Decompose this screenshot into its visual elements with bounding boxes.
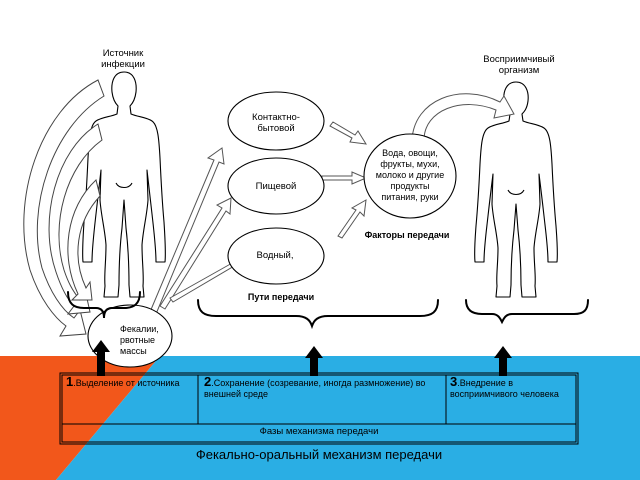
phase-text-2: .Сохранение (созревание, иногда размноже… xyxy=(204,378,426,399)
path-label-food: Пищевой xyxy=(255,181,297,192)
phase-number-2: 2 xyxy=(204,374,212,389)
phase-number-1: 1 xyxy=(66,374,74,389)
up-arrow-phase-2 xyxy=(305,346,323,376)
phase-cell-1: 1.Выделение от источника xyxy=(66,374,194,389)
phase-cell-3: 3.Внедрение в восприимчивого человека xyxy=(450,374,574,400)
food-ellipse xyxy=(227,157,325,215)
release-curved-arrows xyxy=(23,79,105,337)
receptive-person-figure xyxy=(474,81,558,298)
contact-household-ellipse xyxy=(227,91,325,151)
brace-phase-1 xyxy=(67,291,141,319)
receptive-label: Восприимчивый организм xyxy=(483,54,555,76)
feces-label: Фекалии, рвотные массы xyxy=(120,324,159,356)
factor-arrows xyxy=(321,121,368,239)
source-label: Источник инфекции xyxy=(101,48,145,70)
blue-band xyxy=(56,356,640,480)
brace-phase-2 xyxy=(197,299,439,330)
phase-table xyxy=(59,372,579,445)
up-arrow-phase-1 xyxy=(92,340,110,376)
footer-title: Фекально-оральный механизм передачи xyxy=(195,447,443,462)
up-arrow-phase-3 xyxy=(494,346,512,376)
phase-text-3: .Внедрение в восприимчивого человека xyxy=(450,378,559,399)
path-arrows xyxy=(149,147,247,315)
phase-braces xyxy=(67,291,589,330)
orange-band xyxy=(0,356,160,480)
paths-title: Пути передачи xyxy=(247,292,315,302)
phase-up-arrows xyxy=(92,340,512,376)
path-label-contact: Контактно-бытовой xyxy=(252,112,300,134)
phase-number-3: 3 xyxy=(450,374,458,389)
path-label-water: Водный, xyxy=(256,250,294,261)
phase-cell-2: 2.Сохранение (созревание, иногда размнож… xyxy=(204,374,442,400)
water-ellipse xyxy=(227,227,325,285)
factors-ellipse xyxy=(363,133,457,219)
phases-caption: Фазы механизма передачи xyxy=(259,426,379,437)
phase-text-1: .Выделение от источника xyxy=(73,378,180,388)
factors-text: Вода, овощи, фрукты, мухи, молоко и друг… xyxy=(375,148,445,202)
source-person-figure xyxy=(82,71,166,298)
brace-phase-3 xyxy=(465,299,589,325)
entry-curved-arrow xyxy=(411,93,515,141)
factors-title: Факторы передачи xyxy=(364,230,450,240)
